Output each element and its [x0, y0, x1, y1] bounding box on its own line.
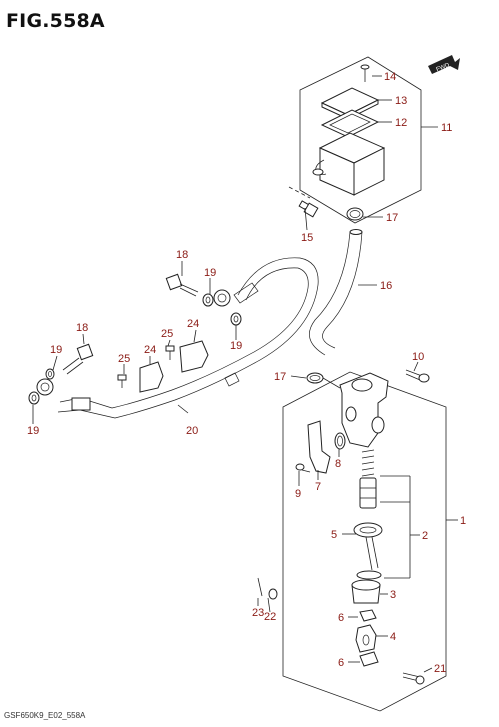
callout-22: 22 [264, 611, 276, 623]
callout-24-left: 24 [144, 344, 156, 356]
callout-19-mid: 19 [230, 340, 242, 352]
washers-19 [28, 289, 242, 405]
callout-24-right: 24 [187, 318, 199, 330]
master-cylinder-group-frame [282, 371, 447, 712]
callout-5: 5 [331, 529, 337, 541]
callout-2: 2 [422, 530, 428, 542]
callout-19-left: 19 [50, 344, 62, 356]
callout-12: 12 [395, 117, 407, 129]
callout-8: 8 [335, 458, 341, 470]
clamp-17-top [346, 207, 364, 221]
callout-23: 23 [252, 607, 264, 619]
bolt-15 [298, 200, 319, 218]
callout-14: 14 [384, 71, 396, 83]
svg-text:FWD: FWD [436, 62, 452, 73]
callout-3: 3 [390, 589, 396, 601]
callout-19-upper: 19 [204, 267, 216, 279]
callout-21: 21 [434, 663, 446, 675]
callout-18-upper: 18 [176, 249, 188, 261]
callout-11: 11 [441, 122, 452, 134]
leader-lines [32, 75, 458, 673]
callout-13: 13 [395, 95, 407, 107]
callout-9: 9 [295, 488, 301, 500]
callout-7: 7 [315, 481, 321, 493]
bolt-21 [402, 672, 425, 685]
bolt-10 [405, 369, 430, 383]
callout-18-lower: 18 [76, 322, 88, 334]
callout-17-lower: 17 [274, 371, 286, 383]
clamps-24-screws-25 [117, 340, 209, 393]
reservoir-group-frame [299, 56, 422, 224]
banjo-bolts-18 [62, 273, 199, 375]
callout-17-top: 17 [386, 212, 398, 224]
callout-10: 10 [412, 351, 424, 363]
callout-6-lower: 6 [338, 657, 344, 669]
callout-labels: 14 13 12 11 15 17 16 18 19 19 25 24 24 2… [27, 71, 466, 675]
screw-9 [295, 463, 311, 473]
callout-20: 20 [186, 425, 198, 437]
figure-title: FIG.558A [6, 10, 105, 32]
callout-19-far-left: 19 [27, 425, 39, 437]
reservoir-parts [312, 64, 386, 196]
brake-hose-20 [57, 257, 319, 419]
callout-6-upper: 6 [338, 612, 344, 624]
callout-16: 16 [380, 280, 392, 292]
callout-4: 4 [390, 631, 396, 643]
nut-6-lower [359, 651, 379, 667]
cotter-pin-23 [257, 577, 263, 597]
o-ring-8 [334, 432, 346, 450]
piston-set-parts [353, 449, 383, 580]
callout-25-right: 25 [161, 328, 173, 340]
callout-25-left: 25 [118, 353, 130, 365]
connector-7 [307, 420, 331, 474]
washer-22 [268, 588, 278, 600]
clevis-4 [355, 624, 377, 653]
fwd-arrow-icon: FWD [428, 55, 460, 74]
callout-15: 15 [301, 232, 313, 244]
callout-1: 1 [460, 515, 466, 527]
figure-code: GSF650K9_E02_558A [4, 711, 86, 720]
nut-6-upper [359, 609, 377, 622]
master-cylinder-body [339, 372, 389, 448]
